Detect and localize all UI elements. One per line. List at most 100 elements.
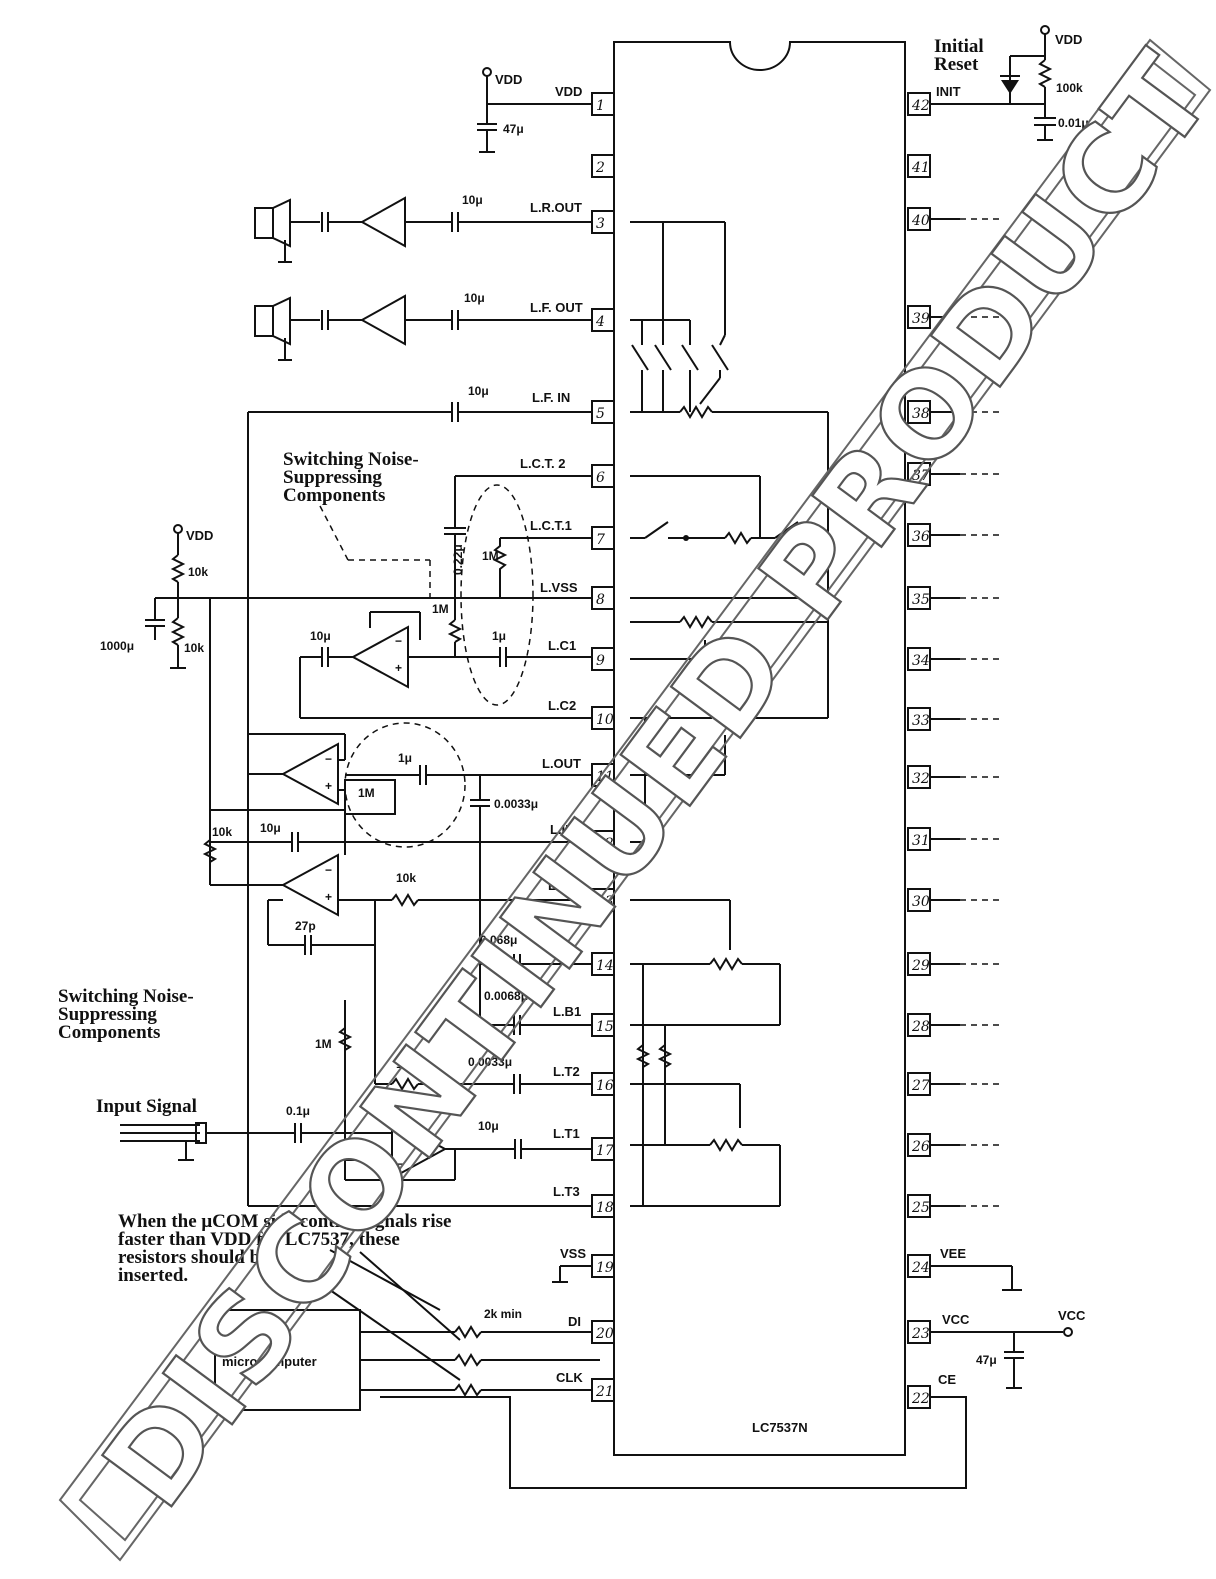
pin-number-3: 3 [596, 216, 605, 232]
pot-lct [724, 531, 752, 545]
c-1u-a-label: 1μ [492, 629, 506, 643]
svg-text:+: + [397, 1126, 404, 1140]
pin-number-16: 16 [596, 1078, 614, 1094]
resistor-10k-in [202, 839, 218, 863]
svg-text:+: + [325, 779, 332, 793]
ucom-note-4: inserted. [118, 1265, 188, 1286]
pin-number-41: 41 [911, 160, 930, 176]
vcc-pin-label: VCC [942, 1312, 970, 1327]
pin-number-34: 34 [912, 653, 930, 669]
c-out1-label: 10μ [462, 193, 483, 207]
pin-number-40: 40 [911, 213, 930, 229]
c-10u-in-label: 10μ [260, 821, 281, 835]
r-10k-fb-label: 10k [396, 871, 416, 885]
pin-number-28: 28 [911, 1019, 930, 1035]
pin-number-38: 38 [912, 406, 930, 422]
vee-vcc-circuit: VEE VCC VCC 47μ CE [380, 1246, 1086, 1489]
resistor-1m-b [447, 619, 463, 643]
r-100k-label: 100k [1056, 81, 1083, 95]
vdd-pin-label: VDD [555, 84, 582, 99]
c-1000-label: 1000μ [100, 639, 134, 653]
c-out2-label: 10μ [464, 291, 485, 305]
pot-lc1 [679, 615, 713, 629]
pin-number-10: 10 [596, 712, 614, 728]
noise-label-2c: Components [58, 1022, 160, 1043]
pin-number-18: 18 [596, 1200, 614, 1216]
resistor-1m-d [337, 1027, 353, 1051]
lrout-label: L.R.OUT [530, 200, 582, 215]
c-lfin-label: 10μ [468, 384, 489, 398]
resistor-1.5k [391, 1077, 419, 1091]
pin-number-23: 23 [911, 1326, 930, 1342]
vdd-divider: VDD 10k 10k 1000μ [100, 524, 213, 880]
pin-number-4: 4 [595, 314, 605, 330]
lb2-label: L.B2 [548, 878, 576, 893]
lc2-label: L.C2 [548, 698, 576, 713]
svg-text:−: − [397, 1157, 404, 1171]
noise-suppression-region-2 [344, 722, 466, 848]
lout-label: L.OUT [542, 756, 581, 771]
noise-label-1a: Switching Noise- [283, 449, 419, 470]
speaker-icon-2 [254, 305, 274, 337]
pot-lc2 [711, 711, 745, 725]
discontinued-watermark: DISCONTINUED PRODUCT [58, 26, 1216, 1562]
noise-label-2b: Suppressing [58, 1004, 157, 1025]
pin-number-20: 20 [595, 1326, 614, 1342]
pin-number-42: 42 [911, 98, 930, 114]
resistor-1m-c-box [344, 779, 396, 815]
pin-number-1: 1 [596, 98, 605, 114]
right-pin-column: 4241403938373635343332313029282726252423… [907, 92, 931, 1409]
ce-label: CE [938, 1372, 956, 1387]
pin-number-33: 33 [912, 713, 930, 729]
pin-number-2: 2 [595, 160, 605, 176]
lin-label: L.IN [550, 822, 575, 837]
amplifier-rear [359, 196, 406, 248]
resistor-di [454, 1325, 482, 1339]
initial-reset-label-2: Reset [934, 54, 979, 75]
lb1-label: L.B1 [553, 1004, 581, 1019]
pin-number-31: 31 [912, 833, 930, 849]
resistor-1m-a [492, 538, 508, 579]
pin-number-39: 39 [912, 311, 930, 327]
c-init-label: 0.01μ [1058, 116, 1089, 130]
r-10k-bot-label: 10k [184, 641, 204, 655]
lt1-label: L.T1 [553, 1126, 580, 1141]
vee-label: VEE [940, 1246, 966, 1261]
speaker-icon [254, 207, 274, 239]
resistor-int-2 [657, 1044, 673, 1068]
vss-label: VSS [560, 1246, 586, 1261]
r-10k-top-label: 10k [188, 565, 208, 579]
lc1-label: L.C1 [548, 638, 576, 653]
ucom-note-2: faster than VDD for LC7537, these [118, 1229, 400, 1250]
opamp-lc1: Switching Noise- Suppressing Components … [283, 449, 829, 725]
pin-number-35: 35 [912, 592, 930, 608]
initial-reset-label: Initial [934, 36, 984, 57]
pot-treble [709, 1138, 743, 1152]
pin-box-41 [907, 154, 931, 178]
pin-number-32: 32 [912, 771, 930, 787]
noise-label-group-2: Switching Noise- Suppressing Components [58, 986, 194, 1043]
c-01-label: 0.1μ [286, 1104, 310, 1118]
init-signal-label: INIT [936, 84, 961, 99]
r-2k-label: 2k min [484, 1307, 522, 1321]
noise-label-1b: Suppressing [283, 467, 382, 488]
r-10k-in-label: 10k [212, 825, 232, 839]
opamp-2 [280, 742, 339, 806]
svg-text:−: − [325, 863, 332, 877]
lfout-label: L.F. OUT [530, 300, 583, 315]
pin-number-19: 19 [596, 1260, 614, 1276]
c-00068-label: 0.0068μ [484, 989, 528, 1003]
pin-number-5: 5 [596, 406, 605, 422]
lct-network: L.C.T. 2 0.22μ L.C.T.1 1M L.VSS [178, 456, 831, 706]
ucom-note-3: resistors should be [118, 1247, 269, 1268]
vcc-supply-label: VCC [1058, 1308, 1086, 1323]
pin-number-7: 7 [596, 532, 605, 548]
lvss-label: L.VSS [540, 580, 578, 595]
pin-number-8: 8 [596, 592, 605, 608]
c-47-vcc-label: 47μ [976, 1353, 997, 1367]
svg-text:−: − [395, 634, 402, 648]
vdd-label-top: VDD [495, 72, 522, 87]
pin-number-25: 25 [911, 1200, 930, 1216]
svg-text:+: + [395, 661, 402, 675]
